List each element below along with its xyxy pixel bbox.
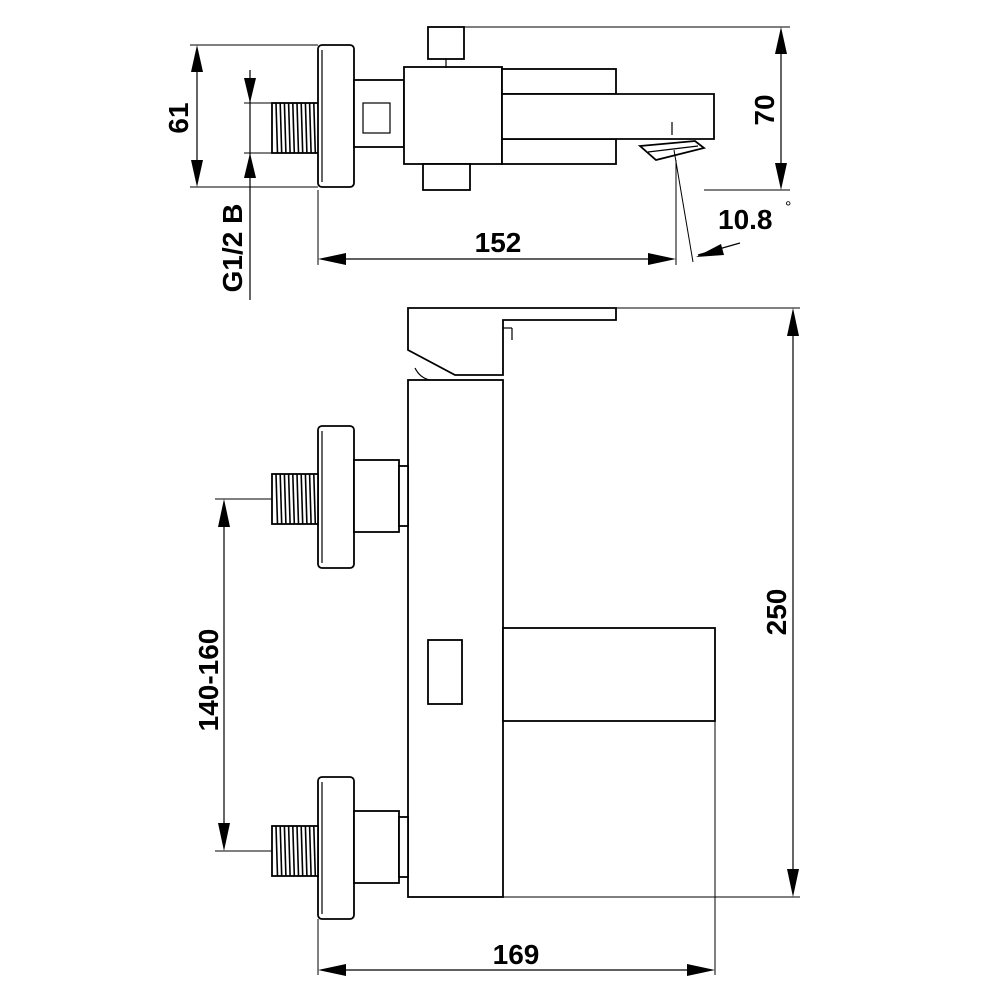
front-view-body [407,379,504,898]
front-view-lever [407,307,617,376]
top-view-diverter-knob [427,26,465,60]
front-view-diverter-button [427,639,463,705]
dim-total-width-label: 169 [493,939,540,970]
dim-thread-size-label: G1/2 B [217,204,248,293]
front-view-lower-inlet [271,776,409,920]
front-view [271,307,716,920]
dim-total-height-label: 250 [761,589,792,636]
dim-projection: 152 [317,160,677,265]
dim-flange-height-label: 61 [163,102,194,133]
dim-inlet-spacing-label: 140-160 [193,629,224,732]
top-view-threaded-inlet [271,102,321,154]
top-view-aerator [637,140,707,161]
dim-spout-height-label: 70 [749,94,780,125]
dim-projection-label: 152 [475,227,522,258]
front-view-spout [502,627,716,722]
dim-total-width: 169 [317,721,716,976]
dim-thread-size: G1/2 B [217,70,272,300]
dim-spout-angle: 10.8 ° [673,149,791,263]
top-view-flange [317,44,355,188]
dim-total-height: 250 [503,307,800,898]
top-view-body [403,66,503,165]
top-view [271,26,715,191]
dim-spout-height: 70 [464,26,790,191]
dim-spout-angle-label: 10.8 [718,204,773,235]
top-view-bottom-nub [422,163,471,191]
dim-flange-height: 61 [163,44,318,188]
dim-spout-angle-unit: ° [785,199,791,216]
top-view-spout [501,93,715,140]
dim-inlet-spacing: 140-160 [193,498,272,852]
top-view-connector [353,79,405,148]
front-view-upper-inlet [271,425,409,569]
